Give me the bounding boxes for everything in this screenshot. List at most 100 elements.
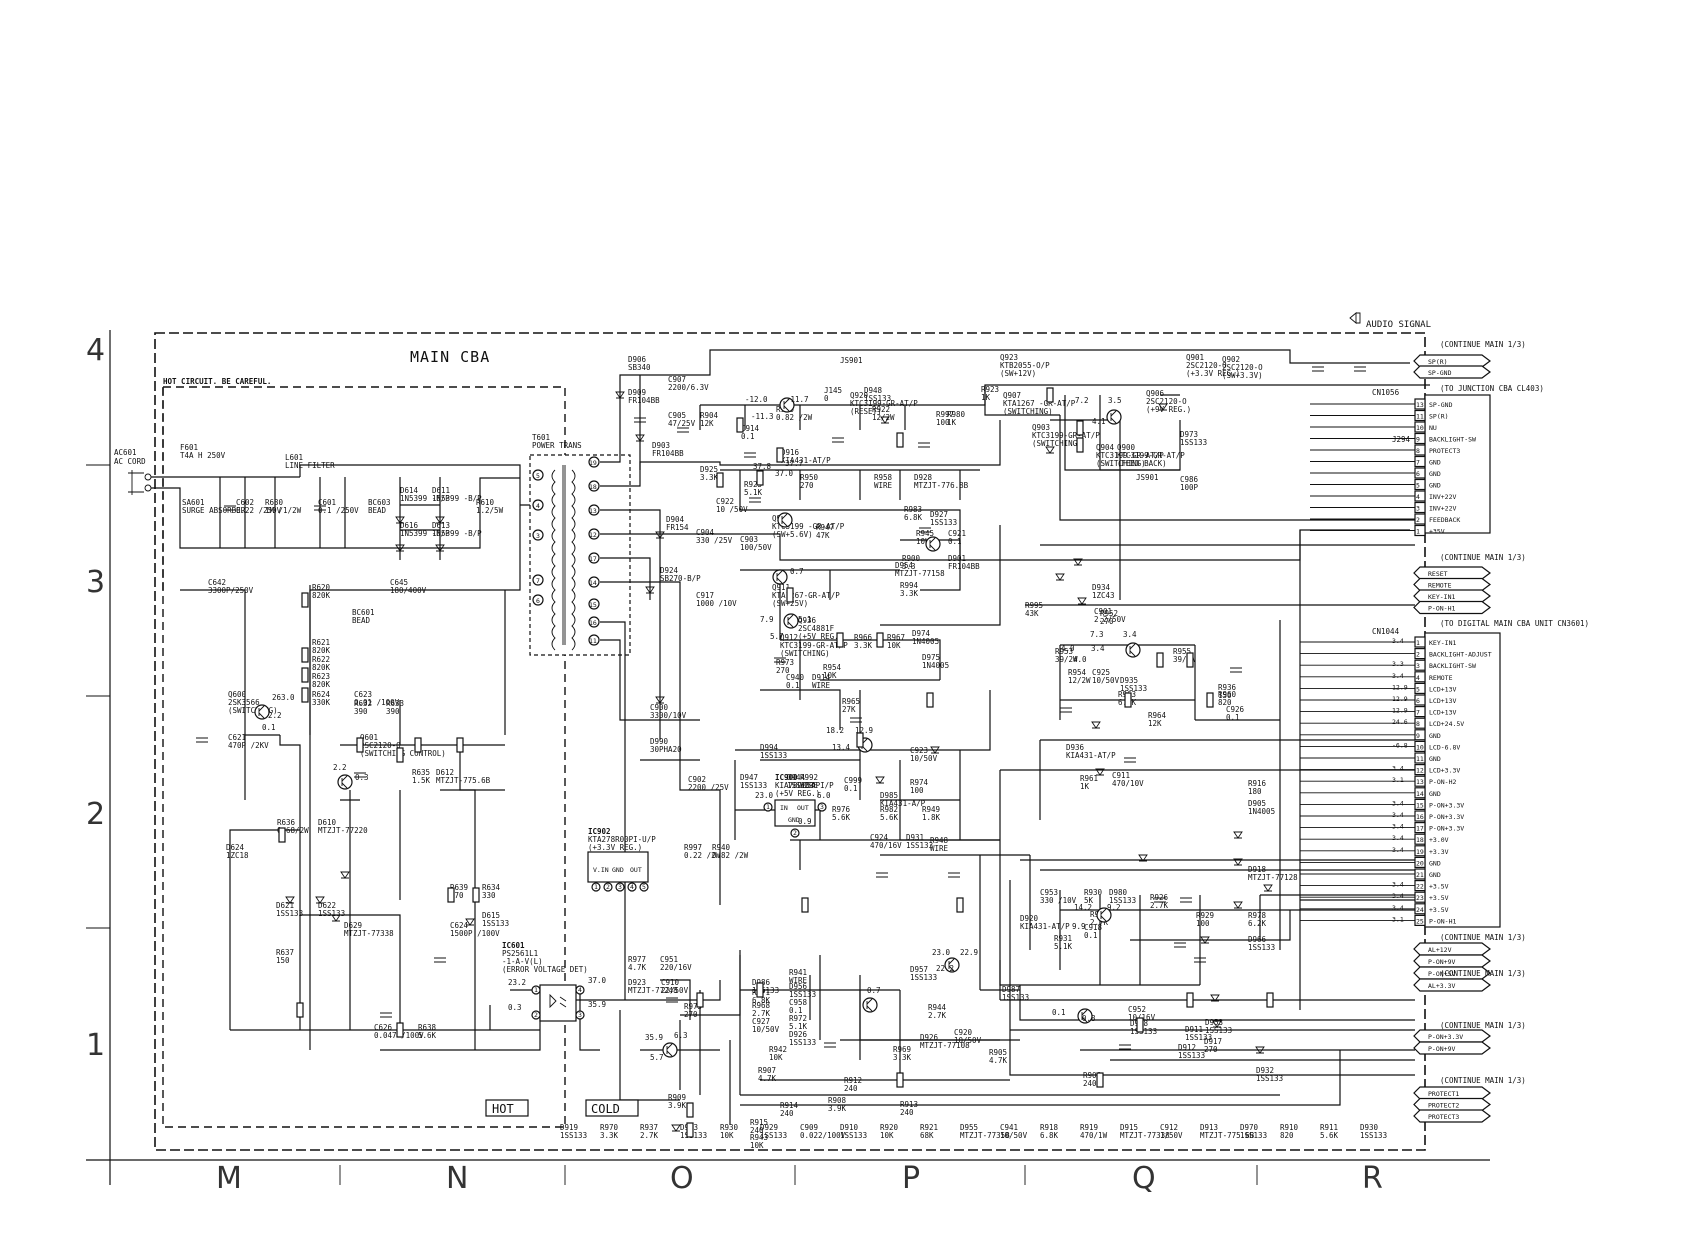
part-ref: R953 (1055, 647, 1073, 656)
part-value: 47/25V (668, 419, 696, 428)
part-ref: D929 (760, 1123, 778, 1132)
transistor-symbol (1096, 907, 1112, 923)
capacitor-symbol (314, 505, 326, 511)
part-ref: R995 (1025, 601, 1043, 610)
part-ref: R920 (880, 1123, 899, 1132)
offsheet-label: AL+12V (1428, 946, 1452, 954)
svg-text:18: 18 (589, 483, 597, 491)
offsheet-label: P-ON-H1 (1428, 605, 1455, 613)
pin-voltage: 3.4 (1392, 834, 1404, 842)
ic601-part: PS2561L1 (502, 949, 538, 958)
transistor-symbol (944, 957, 960, 973)
resistor-symbol (296, 1002, 304, 1018)
part-value: 0.1 (844, 784, 858, 793)
part-value: 1SS133 (760, 751, 787, 760)
offsheet-label: SP(R) (1428, 358, 1448, 366)
part-ref: D917 (1204, 1037, 1222, 1046)
resistor-symbol (696, 992, 704, 1008)
capacitor-symbol (1230, 667, 1242, 673)
part-ref: C626 (374, 1023, 393, 1032)
pin-number: 10 (1416, 424, 1424, 432)
transistor-symbol (862, 997, 878, 1013)
part-value: 1SS133 (760, 1131, 787, 1140)
resistor-symbol (1156, 652, 1164, 668)
part-value: 1ZC43 (1092, 591, 1115, 600)
part-value: 1N5399 -B/P (432, 529, 482, 538)
part-value: 1SS133 (1248, 943, 1275, 952)
part-ref: R919 (1080, 1123, 1098, 1132)
part-value: 1SS133 (787, 781, 814, 790)
part-value: 0.22 /2W (684, 851, 721, 860)
part-value: 1SS133 (1120, 684, 1147, 693)
svg-text:13: 13 (589, 507, 597, 515)
capacitor-symbol (434, 957, 446, 963)
pin-number: 2 (1416, 516, 1420, 524)
svg-text:1: 1 (534, 986, 538, 994)
part-ref: D957 (910, 965, 928, 974)
pin-name: GND (1429, 470, 1441, 478)
resistor-symbol (1076, 420, 1084, 436)
pin-name: +3.5V (1429, 906, 1449, 914)
pin-name: LCD+13V (1429, 685, 1456, 693)
capacitor-symbol (1312, 366, 1324, 372)
part-ref: R941 (789, 968, 807, 977)
part-value: 1N4005 (922, 661, 949, 670)
part-value: 330 /10V (1040, 896, 1077, 905)
part-value: KIA431-AT/P (1066, 751, 1116, 760)
part-ref: R915 (750, 1118, 768, 1127)
pin-number: 18 (1416, 836, 1424, 844)
resistor-symbol (756, 470, 764, 486)
diode-symbol (1158, 403, 1168, 411)
part-ref: R912 (844, 1076, 862, 1085)
part-value: 0.82 /2W (776, 413, 813, 422)
part-ref: R975 (684, 1002, 702, 1011)
part-value: 1SS133 (1178, 1051, 1205, 1060)
capacitor-symbol (196, 737, 208, 743)
resistor-symbol (926, 692, 934, 708)
pin-name: P-ON-H1 (1429, 917, 1456, 925)
part-value: 1SS133 (482, 919, 509, 928)
part-value: (SWITCHING) (780, 649, 830, 658)
part-ref: J145 (824, 386, 842, 395)
diode-symbol (1233, 831, 1243, 839)
part-value: MTZJT-775.6B (1200, 1131, 1255, 1140)
ic900-part: KIA78D05API/P (775, 781, 834, 790)
capacitor-symbol (354, 772, 366, 778)
offsheet-label: P-ON+9V (1428, 958, 1455, 966)
part-value: 240 (750, 1126, 764, 1135)
part-value: MTZJT-77248 (628, 986, 678, 995)
part-value: SB270-B/P (660, 574, 701, 583)
part-ref: D975 (922, 653, 940, 662)
part-ref: R923 (981, 385, 999, 394)
part-value: 2SC4881F (798, 624, 835, 633)
part-value: (SW+3.3V) (1222, 371, 1263, 380)
part-value: 330 (482, 891, 496, 900)
svg-text:7: 7 (536, 577, 540, 585)
